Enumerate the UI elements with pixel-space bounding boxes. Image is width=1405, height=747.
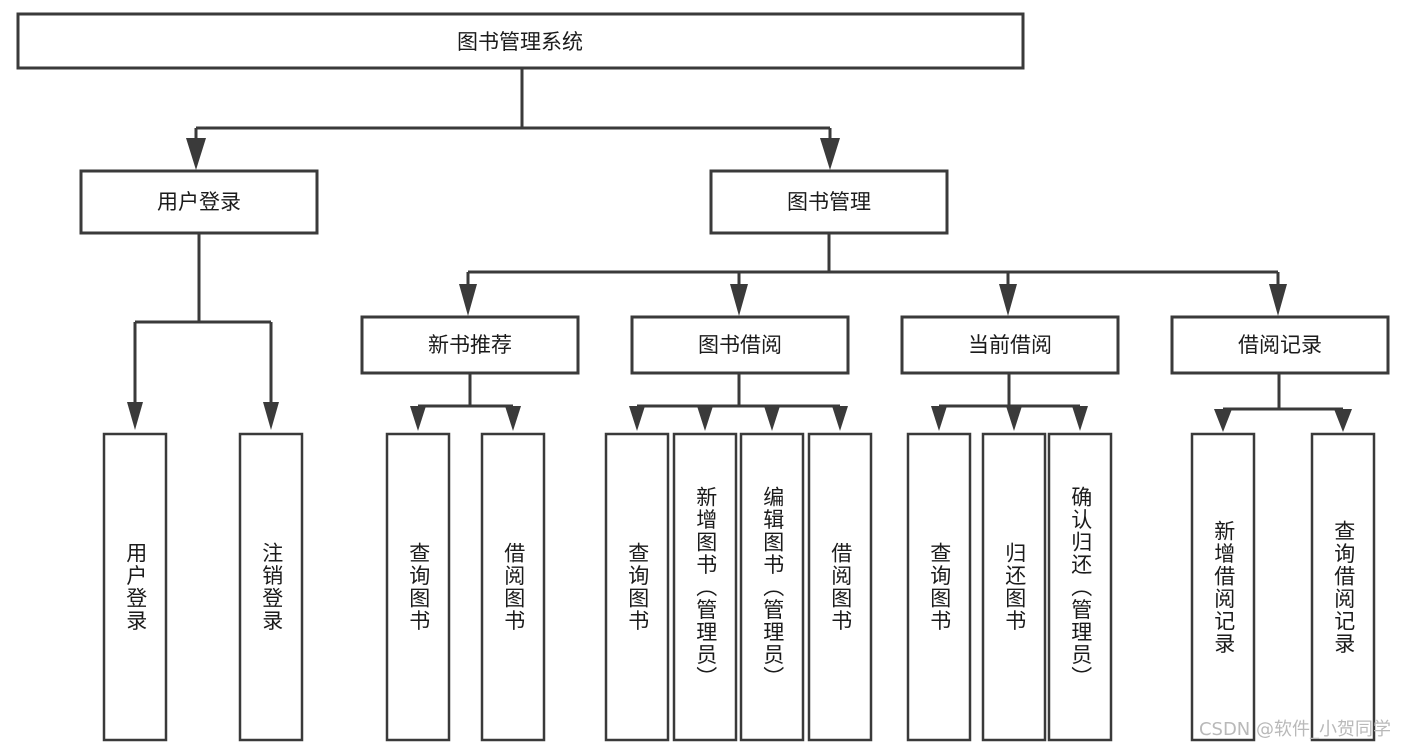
arrowhead-new-book-rec — [459, 284, 477, 316]
arrowhead-book-manage — [820, 138, 840, 170]
leaf-box-query-book-2[interactable] — [604, 432, 670, 742]
arrowhead-leaf-borrow-book-2 — [832, 406, 848, 431]
leaf-box-user-logout[interactable] — [238, 432, 304, 742]
leaf-box-borrow-book-1[interactable] — [480, 432, 546, 742]
node-borrow-record-box — [1170, 315, 1390, 375]
leaf-box-confirm-return[interactable] — [1047, 432, 1113, 742]
connector-group-book-manage — [459, 233, 1287, 316]
node-borrow-record[interactable]: 借阅记录 — [1170, 315, 1390, 375]
leaf-box-user-login[interactable] — [102, 432, 168, 742]
watermark: CSDN @软件_小贺同学 — [1198, 719, 1391, 740]
arrowhead-leaf-confirm-return — [1072, 406, 1088, 431]
node-book-manage-box — [709, 169, 949, 235]
connector-group-book-borrow — [629, 373, 848, 431]
node-user-login-label: 用户登录 — [157, 190, 241, 214]
leaf-box-return-book[interactable] — [981, 432, 1047, 742]
node-current-borrow-box — [900, 315, 1120, 375]
leaf-box-query-book-1[interactable] — [385, 432, 451, 742]
arrowhead-leaf-query-book-3 — [931, 406, 947, 431]
leaf-box-query-record[interactable] — [1310, 432, 1376, 742]
connector-group-borrow-record — [1214, 373, 1352, 432]
arrowhead-leaf-return-book — [1006, 406, 1022, 431]
connector-group-current-borrow — [931, 373, 1088, 431]
node-root-label: 图书管理系统 — [457, 30, 583, 54]
arrowhead-leaf-borrow-book-1 — [505, 406, 521, 431]
arrowhead-leaf-user-logout — [263, 402, 279, 430]
node-new-book-rec[interactable]: 新书推荐 — [360, 315, 580, 375]
node-root[interactable]: 图书管理系统 — [16, 12, 1025, 70]
arrowhead-leaf-edit-book — [764, 406, 780, 431]
connector-group-root — [186, 68, 840, 170]
arrowhead-current-borrow — [999, 284, 1017, 316]
arrowhead-leaf-add-book — [697, 406, 713, 431]
connector-group-new-book-rec — [410, 373, 521, 431]
leaf-box-borrow-book-2[interactable] — [807, 432, 873, 742]
arrowhead-user-login — [186, 138, 206, 170]
node-user-login-box — [79, 169, 319, 235]
node-current-borrow-label: 当前借阅 — [968, 333, 1052, 357]
node-new-book-rec-label: 新书推荐 — [428, 333, 512, 357]
node-book-borrow-box — [630, 315, 850, 375]
arrowhead-leaf-query-book-2 — [629, 406, 645, 431]
arrowhead-borrow-record — [1269, 284, 1287, 316]
node-borrow-record-label: 借阅记录 — [1238, 333, 1322, 357]
connector-group-user-login — [127, 233, 279, 430]
node-book-borrow-label: 图书借阅 — [698, 333, 782, 357]
arrowhead-leaf-query-book-1 — [410, 406, 426, 431]
leaf-box-add-record[interactable] — [1190, 432, 1256, 742]
node-book-manage-label: 图书管理 — [787, 190, 871, 214]
node-current-borrow[interactable]: 当前借阅 — [900, 315, 1120, 375]
arrowhead-leaf-user-login — [127, 402, 143, 430]
leaf-box-edit-book[interactable] — [739, 432, 805, 742]
node-new-book-rec-box — [360, 315, 580, 375]
node-book-manage[interactable]: 图书管理 — [709, 169, 949, 235]
leaf-box-query-book-3[interactable] — [906, 432, 972, 742]
arrowhead-book-borrow — [730, 284, 748, 316]
leaf-box-add-book[interactable] — [672, 432, 738, 742]
node-user-login[interactable]: 用户登录 — [79, 169, 319, 235]
leaf-boxes — [102, 432, 1376, 742]
node-book-borrow[interactable]: 图书借阅 — [630, 315, 850, 375]
node-root-box — [16, 12, 1025, 70]
arrowhead-leaf-query-record — [1334, 409, 1352, 432]
arrowhead-leaf-add-record — [1214, 409, 1232, 432]
